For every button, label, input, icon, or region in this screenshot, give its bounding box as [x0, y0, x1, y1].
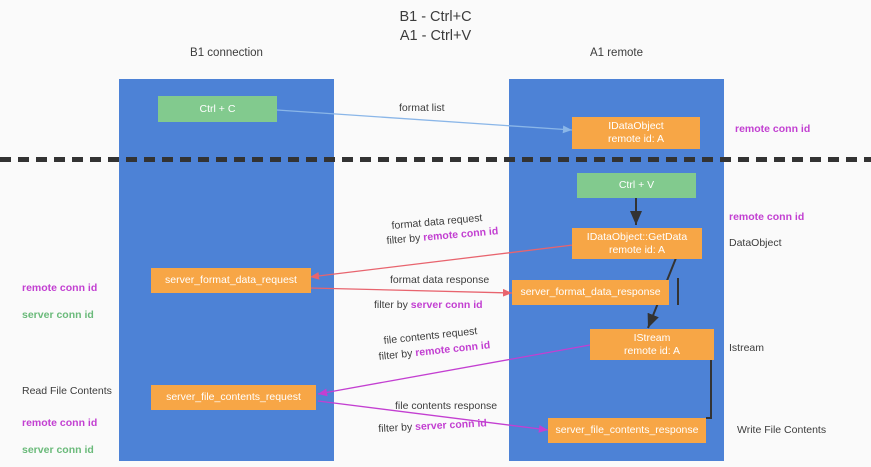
column-header-b1: B1 connection: [190, 47, 263, 59]
arrow-format-data-response: [309, 287, 513, 297]
filter-prefix: filter by: [386, 231, 424, 247]
side-label-read-file-contents: Read File Contents: [22, 385, 112, 397]
node-ctrl-v[interactable]: Ctrl + V: [577, 173, 696, 198]
filter-key-server-conn-id: server conn id: [414, 417, 488, 434]
side-label-remote-conn-id-top: remote conn id: [735, 123, 811, 135]
node-server-format-data-response[interactable]: server_format_data_response: [512, 280, 669, 305]
node-idataobject-getdata[interactable]: IDataObject::GetData remote id: A: [572, 228, 702, 259]
node-server-file-contents-request[interactable]: server_file_contents_request: [151, 385, 316, 410]
edge-label-file-contents-response: file contents response: [395, 399, 497, 413]
node-idataobject[interactable]: IDataObject remote id: A: [572, 117, 700, 149]
node-ctrl-c[interactable]: Ctrl + C: [158, 96, 277, 122]
node-server-format-data-request[interactable]: server_format_data_request: [151, 268, 311, 293]
filter-prefix: filter by: [378, 421, 416, 435]
side-label-write-file-contents: Write File Contents: [737, 424, 827, 436]
label-remote-conn-id: remote conn id: [22, 416, 98, 429]
edge-label-format-data-response-filter: filter by server conn id: [374, 298, 483, 312]
node-istream[interactable]: IStream remote id: A: [590, 329, 714, 360]
filter-prefix: filter by: [378, 347, 416, 363]
side-label-dataobject: DataObject: [729, 237, 782, 249]
side-label-istream: Istream: [729, 342, 765, 354]
label-server-conn-id: server conn id: [22, 443, 94, 456]
edge-label-format-data-response: format data response: [390, 273, 489, 287]
edge-label-text: format data response: [390, 274, 490, 286]
side-label-remote-conn-id-mid: remote conn id: [729, 211, 805, 223]
filter-key-server-conn-id: server conn id: [410, 299, 483, 311]
edge-label-format-list: format list: [399, 102, 445, 114]
edge-label-text: file contents response: [395, 400, 498, 412]
column-header-a1: A1 remote: [589, 47, 644, 59]
label-remote-conn-id: remote conn id: [22, 281, 98, 294]
side-label-conn-ids-mid: remote conn id server conn id: [22, 268, 97, 322]
side-label-conn-ids-bottom: remote conn id server conn id: [22, 403, 97, 457]
node-server-file-contents-response[interactable]: server_file_contents_response: [548, 418, 706, 443]
edge-label-file-contents-response-filter: filter by server conn id: [378, 416, 487, 436]
label-server-conn-id: server conn id: [22, 308, 94, 321]
filter-prefix: filter by: [374, 299, 411, 311]
page-title: B1 - Ctrl+C A1 - Ctrl+V: [399, 9, 472, 44]
